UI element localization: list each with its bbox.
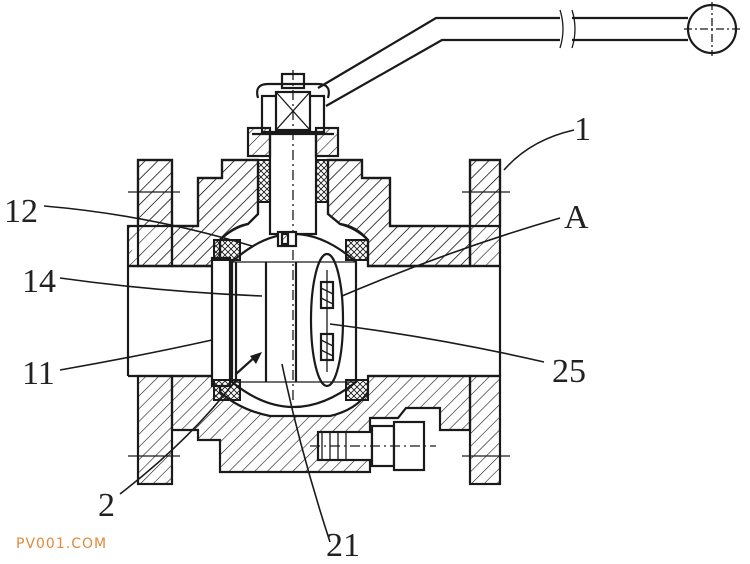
left-flange-upper bbox=[136, 158, 174, 268]
right-flange-lower bbox=[468, 374, 502, 486]
label-25: 25 bbox=[552, 353, 586, 390]
left-flange-lower bbox=[136, 374, 174, 486]
label-11: 11 bbox=[22, 355, 55, 392]
bottom-bolt bbox=[310, 420, 436, 472]
watermark: PV001.COM bbox=[16, 536, 107, 552]
packing-gland bbox=[246, 126, 340, 203]
detail-a-spring bbox=[309, 252, 345, 388]
ball-core bbox=[230, 230, 358, 408]
label-12: 12 bbox=[4, 193, 38, 230]
valve-seats bbox=[210, 239, 369, 401]
body-neck-upper-right bbox=[326, 158, 472, 268]
label-a: A bbox=[564, 199, 589, 236]
handle-lever bbox=[317, 2, 740, 107]
flange-centerlines bbox=[128, 191, 510, 457]
label-21: 21 bbox=[326, 527, 360, 564]
part-labels: 1 A 12 14 11 25 2 21 bbox=[4, 111, 591, 564]
label-14: 14 bbox=[22, 263, 56, 300]
label-2: 2 bbox=[98, 487, 115, 524]
right-flange-upper bbox=[468, 158, 502, 268]
leader-lines bbox=[43, 129, 575, 543]
label-1: 1 bbox=[574, 111, 591, 148]
